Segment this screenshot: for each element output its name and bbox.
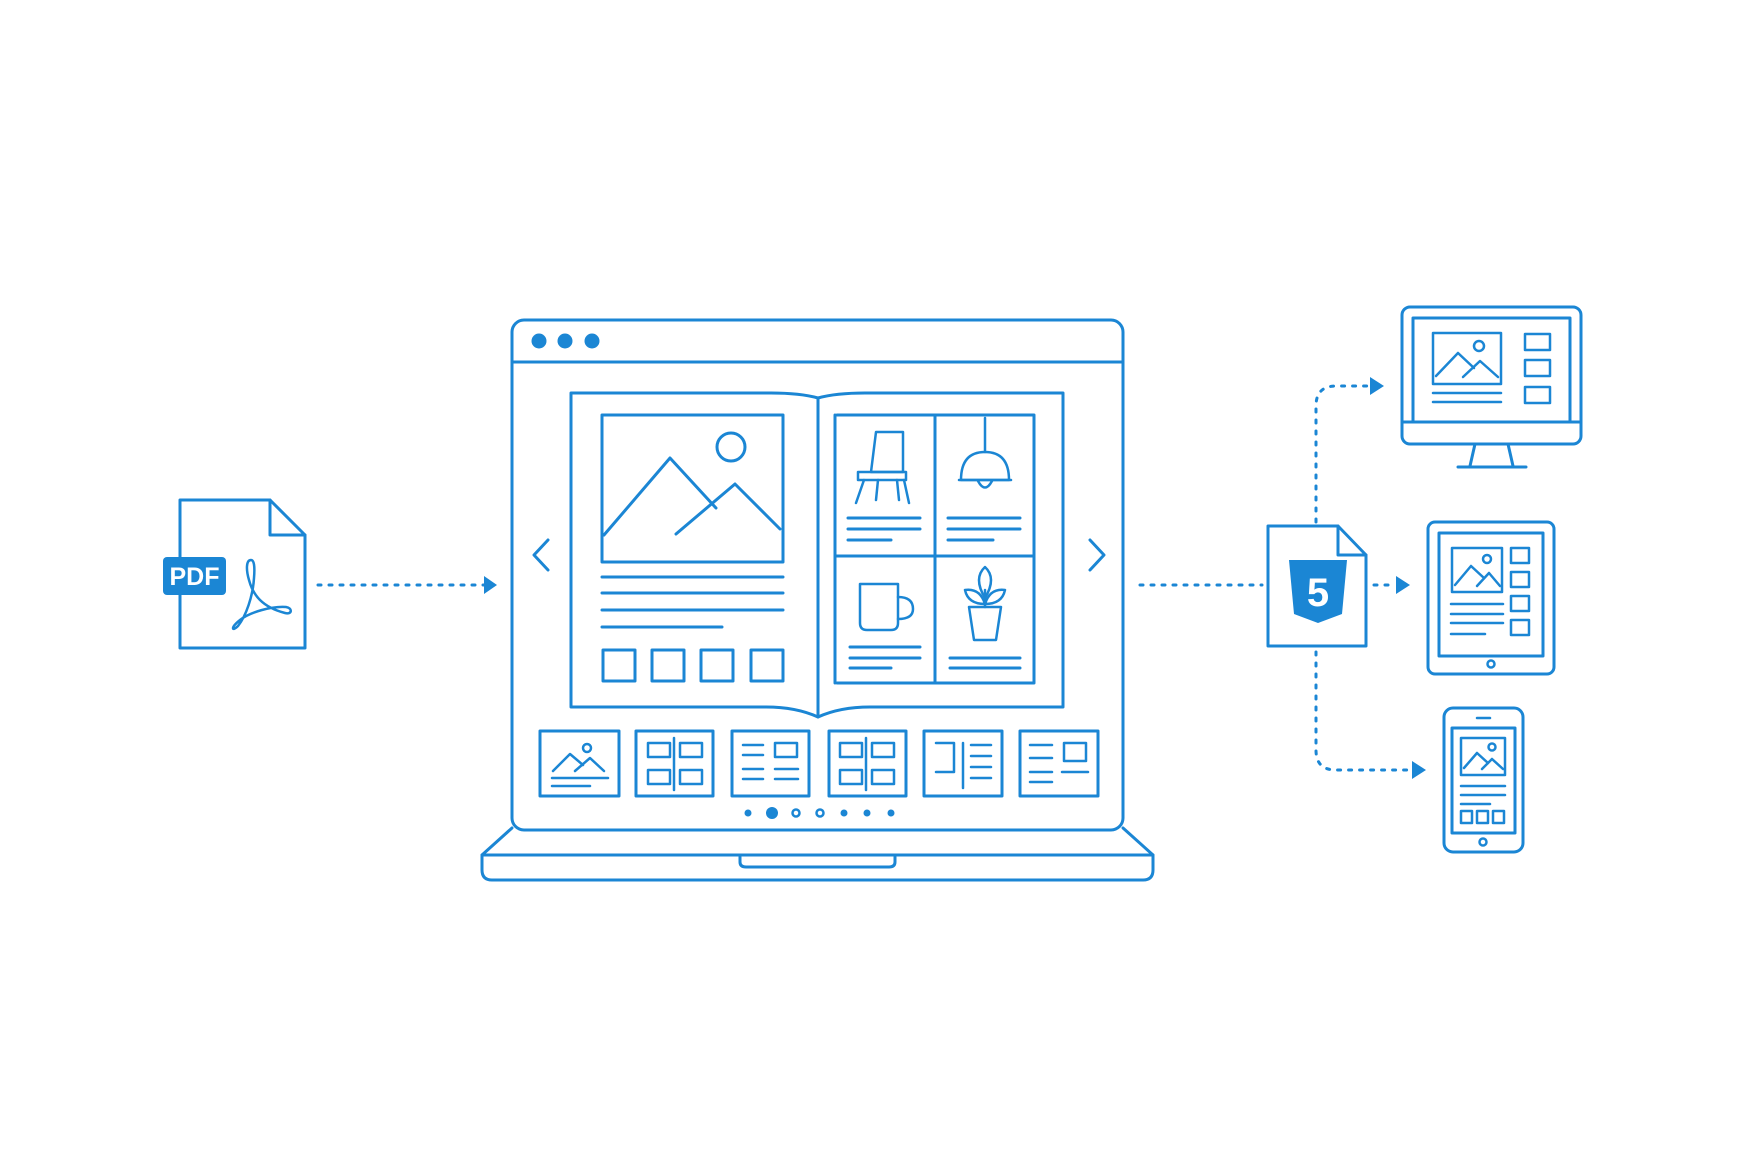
thumbnail-1[interactable] (538, 729, 621, 798)
thumbnail-5[interactable] (922, 729, 1004, 798)
thumbnail-3[interactable] (730, 729, 811, 798)
potted-plant-icon (963, 565, 1007, 642)
chevron-left-icon[interactable] (532, 538, 550, 572)
pagination-dot[interactable] (815, 808, 825, 818)
laptop-viewer (480, 318, 1155, 882)
thumbnail-strip (538, 729, 1100, 798)
pagination-dot[interactable] (791, 808, 801, 818)
pagination-dot[interactable] (887, 809, 895, 817)
pdf-document-icon: PDF (163, 498, 307, 650)
smartphone-icon (1442, 706, 1525, 854)
window-dot (531, 333, 547, 349)
html5-badge-label: 5 (1307, 571, 1329, 615)
chair-icon (854, 430, 911, 505)
thumbnail-4[interactable] (827, 729, 908, 798)
pagination-dot-active[interactable] (766, 807, 778, 819)
flipbook-spread (569, 391, 1065, 719)
window-dot (584, 333, 600, 349)
arrow-pdf-to-viewer (316, 576, 497, 594)
html5-shield-icon (1289, 560, 1347, 623)
thumbnail-2[interactable] (634, 729, 715, 798)
pagination-dot[interactable] (863, 809, 871, 817)
pagination-dot[interactable] (840, 809, 848, 817)
desktop-monitor-icon (1400, 305, 1583, 469)
image-placeholder-icon (600, 413, 785, 564)
window-dot (557, 333, 573, 349)
mug-icon (858, 582, 915, 632)
right-page (833, 413, 1036, 685)
arrows-html5-to-devices (1314, 377, 1426, 779)
pdf-badge (163, 557, 226, 595)
pendant-lamp-icon (957, 416, 1013, 489)
pagination-dots (744, 807, 895, 819)
left-page (600, 413, 785, 683)
window-controls (531, 333, 600, 349)
pdf-badge-label: PDF (170, 563, 220, 591)
chevron-right-icon[interactable] (1088, 538, 1106, 572)
html5-file-icon: 5 (1266, 524, 1368, 648)
thumbnail-6[interactable] (1018, 729, 1100, 798)
pagination-dot[interactable] (744, 809, 752, 817)
acrobat-logo-icon (231, 558, 292, 631)
tablet-icon (1426, 520, 1556, 676)
